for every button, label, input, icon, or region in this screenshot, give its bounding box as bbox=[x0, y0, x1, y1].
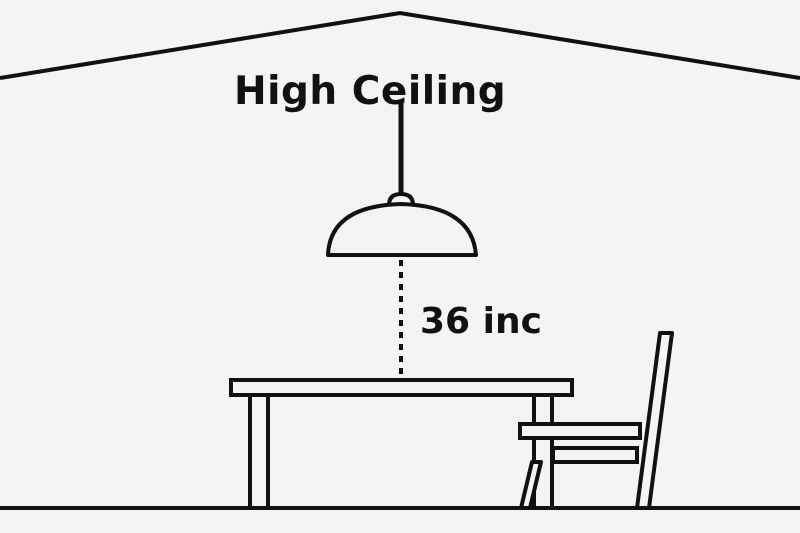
pendant-lamp-icon bbox=[326, 100, 478, 257]
chair-rail-top bbox=[518, 422, 642, 440]
table-top bbox=[229, 378, 574, 397]
table-icon bbox=[229, 378, 574, 510]
measurement-label: 36 inc bbox=[420, 301, 542, 342]
lamp-shade bbox=[326, 202, 478, 257]
diagram-title: High Ceiling bbox=[234, 69, 507, 114]
table-leg-right bbox=[532, 393, 554, 510]
chair-back bbox=[635, 331, 674, 510]
lamp-cap bbox=[386, 191, 416, 207]
roof-line bbox=[0, 10, 800, 80]
table-leg-left bbox=[248, 393, 270, 510]
chair-rail-bottom bbox=[551, 446, 639, 464]
chair-front-leg bbox=[519, 460, 543, 510]
chair-icon bbox=[518, 331, 674, 510]
